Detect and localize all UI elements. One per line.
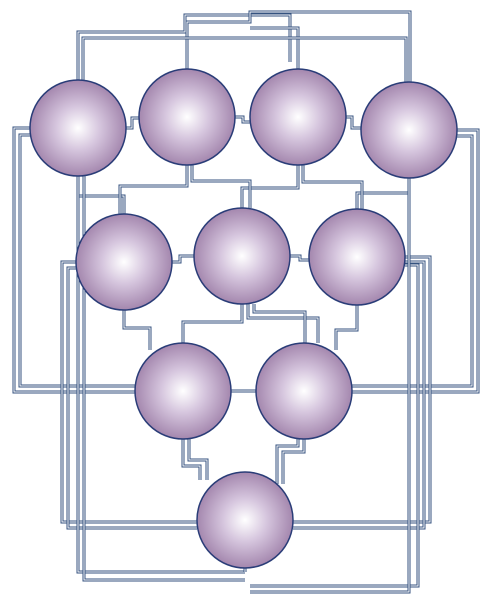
connector-line-inner: [235, 116, 250, 123]
connector-line-inner: [188, 439, 208, 480]
connector-line: [334, 305, 359, 350]
connector-line: [301, 165, 364, 209]
connector-line-inner: [250, 27, 299, 69]
connector-line: [246, 304, 320, 343]
node-circle-n7: [308, 208, 406, 306]
connector-line: [122, 310, 152, 350]
connector-lines: [12, 10, 480, 594]
connector-line: [81, 36, 408, 82]
connector-line-inner: [191, 165, 251, 208]
connector-line-inner: [282, 439, 305, 484]
connector-line-inner: [276, 439, 299, 484]
connector-line-inner: [172, 255, 194, 263]
connector-line-inner: [126, 117, 139, 129]
connector-line-inner: [182, 439, 201, 480]
connector-line-inner: [293, 261, 425, 529]
connector-line-inner: [123, 310, 151, 350]
node-circle-n2: [138, 68, 236, 166]
connector-line-inner: [182, 304, 243, 343]
node-circle-n10: [196, 471, 294, 569]
connector-line-inner: [352, 129, 479, 393]
connector-line: [346, 115, 361, 130]
connector-line-inner: [82, 37, 407, 82]
connector-line-inner: [250, 264, 419, 587]
connector-line-inner: [83, 176, 245, 581]
connector-line: [181, 304, 244, 343]
connector-line-inner: [250, 178, 410, 593]
connector-line-inner: [352, 135, 473, 387]
node-circle-n3: [249, 68, 347, 166]
connector-line: [172, 254, 194, 264]
node-circle-n9: [255, 342, 353, 440]
connector-line-inner: [61, 261, 197, 523]
node-circle-n8: [134, 342, 232, 440]
node-circle-n6: [193, 207, 291, 305]
node-circle-n5: [75, 213, 173, 311]
connector-line-inner: [241, 165, 299, 208]
connector-line-inner: [346, 116, 361, 129]
connector-line: [252, 304, 307, 343]
connector-line-inner: [119, 165, 188, 214]
node-group: [29, 68, 458, 569]
connector-line-inner: [356, 178, 410, 209]
connector-line-inner: [290, 255, 309, 261]
connector-line-inner: [77, 176, 245, 573]
connector-line-inner: [335, 305, 358, 350]
connector-line-inner: [302, 165, 363, 209]
connector-line-inner: [67, 267, 197, 529]
connector-line-inner: [13, 127, 135, 393]
node-circle-n1: [29, 79, 127, 177]
connector-line-inner: [247, 304, 319, 343]
connector-line: [118, 165, 189, 214]
connector-line-inner: [293, 256, 431, 523]
connector-line-inner: [77, 14, 291, 80]
connector-line-inner: [186, 11, 411, 82]
connector-line-inner: [253, 304, 306, 343]
node-circle-n4: [360, 81, 458, 179]
